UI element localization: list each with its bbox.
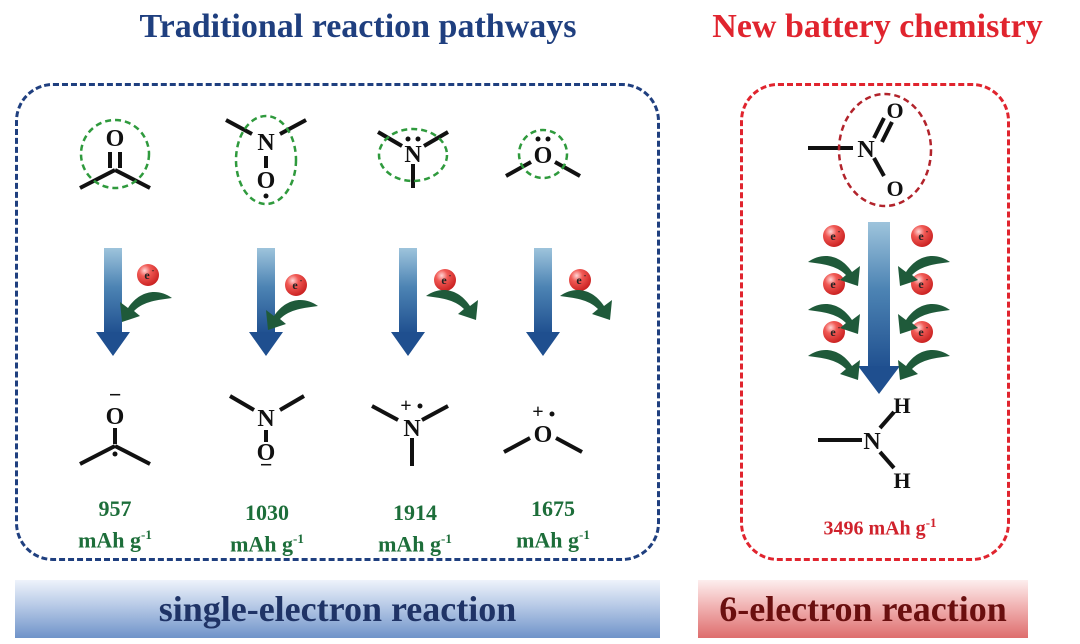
capacity-value-2: 1030 bbox=[245, 500, 289, 525]
new-chemistry-panel bbox=[740, 83, 1010, 561]
amine-product-charge: + bbox=[400, 395, 411, 417]
capacity-value-1: 957 bbox=[98, 496, 132, 521]
electron-icon-8 bbox=[911, 225, 933, 247]
traditional-pathways-title: Traditional reaction pathways bbox=[139, 8, 577, 45]
new-capacity-label: 3496 mAh g-1 bbox=[823, 515, 937, 540]
capacity-label-1: 957 mAh g-1 bbox=[60, 496, 170, 553]
electron-icon-1 bbox=[137, 264, 159, 286]
nitroxide-product-oxygen: O bbox=[257, 440, 276, 466]
capacity-unit-1: mAh g-1 bbox=[78, 527, 152, 553]
ketone-reactant bbox=[79, 152, 151, 190]
electron-icon-4 bbox=[569, 269, 591, 291]
ketone-product-charge: − bbox=[109, 382, 122, 407]
nitroxide-product bbox=[228, 394, 306, 442]
ether-product-charge: + bbox=[532, 401, 543, 423]
curve-arrow-icon-1 bbox=[120, 292, 172, 322]
capacity-unit-3: mAh g-1 bbox=[378, 531, 452, 557]
capacity-label-3: 1914 mAh g-1 bbox=[360, 500, 470, 557]
curve-arrow-icon-10 bbox=[898, 350, 950, 380]
amine-site-highlight bbox=[377, 127, 449, 183]
nitroxide-site-highlight bbox=[234, 114, 298, 206]
capacity-unit-4: mAh g-1 bbox=[516, 527, 590, 553]
ether-site-highlight bbox=[517, 128, 569, 180]
nitro-site-highlight bbox=[837, 92, 933, 208]
nitroxide-product-nitrogen: N bbox=[257, 406, 275, 432]
ether-reactant bbox=[505, 160, 581, 178]
electron-icon-5 bbox=[823, 225, 845, 247]
nitro-reactant bbox=[808, 117, 894, 177]
capacity-value-4: 1675 bbox=[531, 496, 575, 521]
curve-arrow-icon-7 bbox=[808, 350, 860, 380]
nitro-oxygen-top: O bbox=[886, 98, 903, 123]
amine-final-product bbox=[818, 410, 896, 470]
six-electron-reduction-arrow bbox=[858, 222, 900, 394]
ketone-product-oxygen: O bbox=[106, 404, 125, 430]
amine-reactant bbox=[376, 130, 450, 188]
amine-product-nitrogen: N bbox=[403, 416, 421, 442]
ketone-site-highlight bbox=[79, 118, 151, 190]
new-chemistry-title: New battery chemistry bbox=[712, 8, 1043, 45]
capacity-label-2: 1030 mAh g-1 bbox=[212, 500, 322, 557]
electron-icon-2 bbox=[285, 274, 307, 296]
ether-oxygen: O bbox=[534, 143, 553, 169]
capacity-unit-2: mAh g-1 bbox=[230, 531, 304, 557]
ether-product bbox=[503, 436, 583, 454]
nitro-nitrogen: N bbox=[857, 137, 875, 163]
traditional-pathways-panel bbox=[15, 83, 660, 561]
reduction-arrow-4 bbox=[526, 248, 560, 356]
electron-icon-10 bbox=[911, 321, 933, 343]
reduction-arrow-2 bbox=[249, 248, 283, 356]
ether-product-oxygen: O bbox=[534, 422, 553, 448]
curve-arrow-icon-4 bbox=[560, 290, 612, 320]
reduction-arrow-3 bbox=[391, 248, 425, 356]
capacity-value-3: 1914 bbox=[393, 500, 437, 525]
curve-arrow-icon-3 bbox=[426, 290, 478, 320]
electron-icon-9 bbox=[911, 273, 933, 295]
nitroxide-product-charge: − bbox=[260, 452, 273, 477]
electron-icon-3 bbox=[434, 269, 456, 291]
amine-product bbox=[371, 404, 449, 466]
reduction-arrow-1 bbox=[96, 248, 130, 356]
electron-icon-7 bbox=[823, 321, 845, 343]
single-electron-banner: single-electron reaction bbox=[15, 580, 660, 638]
nitroxide-radical-dot bbox=[263, 193, 269, 199]
amine-nitrogen: N bbox=[404, 142, 422, 168]
capacity-label-4: 1675 mAh g-1 bbox=[498, 496, 608, 553]
ketone-product bbox=[79, 428, 151, 466]
nitro-oxygen-bottom: O bbox=[886, 176, 903, 201]
nitroxide-reactant bbox=[225, 118, 307, 168]
amine-final-nitrogen: N bbox=[863, 429, 881, 455]
nitroxide-nitrogen: N bbox=[257, 130, 275, 156]
six-electron-banner: 6-electron reaction bbox=[698, 580, 1028, 638]
amine-final-hydrogen-bottom: H bbox=[893, 468, 910, 493]
amine-final-hydrogen-top: H bbox=[893, 393, 910, 418]
electron-icon-6 bbox=[823, 273, 845, 295]
nitroxide-oxygen: O bbox=[257, 168, 276, 194]
ketone-oxygen: O bbox=[106, 126, 125, 152]
